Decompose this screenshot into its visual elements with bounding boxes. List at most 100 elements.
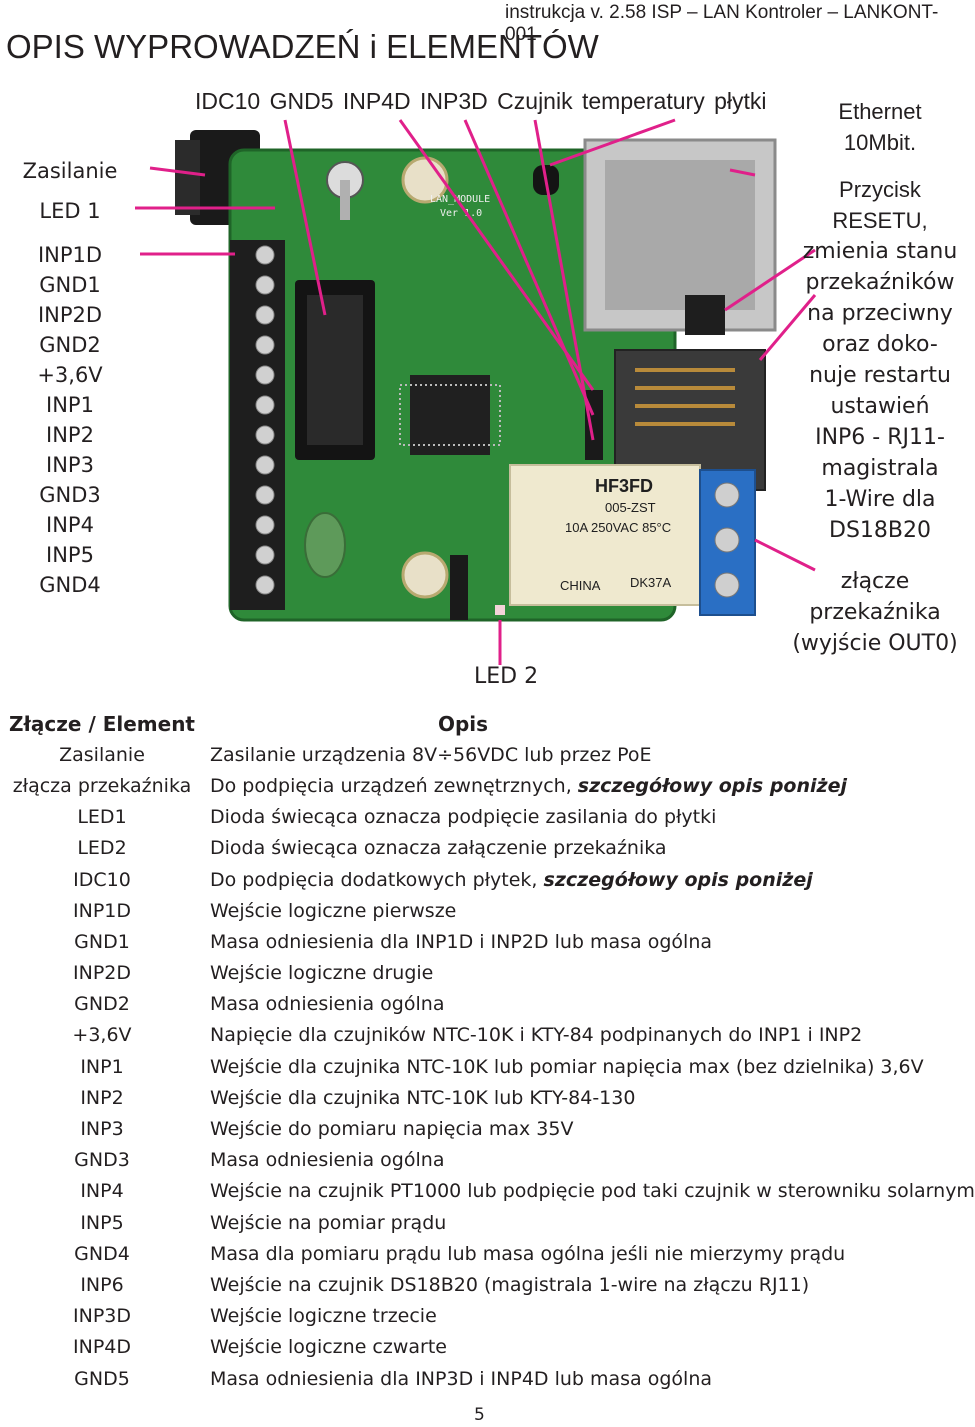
pin-label: INP3: [46, 453, 94, 477]
pin-label: GND2: [39, 333, 101, 357]
board-illustration: LAN_MODULE Ver 1.0 HF3FD 005-ZST 10A 250…: [135, 118, 817, 665]
row-description-text: Wejście logiczne czwarte: [210, 1336, 447, 1359]
pin-label: GND3: [39, 483, 101, 507]
label-idc10: IDC10: [195, 88, 261, 114]
table-row: INP3 Wejście do pomiaru napięcia max 35V: [8, 1113, 960, 1144]
callout-arrows: [135, 118, 817, 665]
row-element-name: GND5: [74, 1367, 130, 1390]
label-led1: LED 1: [39, 199, 101, 223]
row-element-name: INP3D: [73, 1305, 131, 1328]
table-row: INP1 Wejście dla czujnika NTC-10K lub pom…: [8, 1051, 960, 1082]
relay-batch: DK37A: [630, 575, 672, 590]
module-version: Ver 1.0: [440, 208, 482, 219]
relay-origin: CHINA: [560, 578, 601, 593]
row-description: Masa odniesienia ogólna: [196, 1149, 960, 1171]
row-description: Wejście na czujnik DS18B20 (magistrala 1…: [196, 1274, 960, 1296]
pin-label: +3,6V: [37, 363, 103, 387]
row-description-text: Napięcie dla czujników NTC-10K i KTY-84 …: [210, 1024, 863, 1047]
label-zasilanie: Zasilanie: [22, 159, 118, 183]
row-description-text: Do podpięcia urządzeń zewnętrznych,: [210, 774, 578, 797]
relay-rating: 10A 250VAC 85°C: [565, 520, 671, 535]
page-number: 5: [474, 1405, 485, 1425]
row-element-name: INP2: [80, 1086, 124, 1109]
table-header: Złącze / Element Opis: [8, 708, 960, 739]
pin-label: INP2D: [37, 303, 103, 327]
row-description: Wejście dla czujnika NTC-10K lub KTY-84-…: [196, 1087, 960, 1109]
row-description-text: Wejście do pomiaru napięcia max 35V: [210, 1118, 574, 1141]
pin-label: INP2: [46, 423, 94, 447]
column-header-element: Złącze / Element: [9, 711, 195, 736]
table-row: INP5 Wejście na pomiar prądu: [8, 1207, 960, 1238]
document-reference: instrukcja v. 2.58 ISP – LAN Kontroler –…: [505, 2, 939, 45]
row-element-name: INP4D: [73, 1336, 131, 1359]
table-row: GND1 Masa odniesienia dla INP1D i INP2D l…: [8, 926, 960, 957]
page-title: OPIS WYPROWADZEŃ i ELEMENTÓW: [6, 28, 599, 65]
row-description: Do podpięcia urządzeń zewnętrznych, szcz…: [196, 775, 960, 797]
board-photo: LAN_MODULE Ver 1.0 HF3FD 005-ZST 10A 250…: [135, 118, 817, 665]
row-element-name: INP3: [80, 1118, 124, 1141]
label-inp3d: INP3D: [420, 88, 488, 114]
row-description: Masa dla pomiaru prądu lub masa ogólna j…: [196, 1243, 960, 1265]
row-description: Wejście logiczne pierwsze: [196, 900, 960, 922]
row-description: Napięcie dla czujników NTC-10K i KTY-84 …: [196, 1024, 960, 1046]
row-element-name: IDC10: [73, 868, 131, 891]
row-description-text: Wejście logiczne pierwsze: [210, 899, 457, 922]
table-row: INP4D Wejście logiczne czwarte: [8, 1332, 960, 1363]
row-element-name: INP6: [80, 1273, 124, 1296]
table-body: Zasilanie Zasilanie urządzenia 8V÷56VDC l…: [8, 739, 975, 1394]
row-description: Masa odniesienia ogólna: [196, 993, 960, 1015]
row-description-text: Masa odniesienia ogólna: [210, 993, 445, 1016]
table-row: INP3D Wejście logiczne trzecie: [8, 1301, 960, 1332]
row-description: Do podpięcia dodatkowych płytek, szczegó…: [196, 869, 960, 891]
row-element-name: INP1: [80, 1055, 124, 1078]
row-description-text: Masa odniesienia dla INP1D i INP2D lub m…: [210, 930, 713, 953]
row-element-name: GND1: [74, 930, 130, 953]
row-description: Wejście do pomiaru napięcia max 35V: [196, 1118, 960, 1140]
row-description: Wejście na czujnik PT1000 lub podpięcie …: [196, 1180, 975, 1202]
row-description: Zasilanie urządzenia 8V÷56VDC lub przez …: [196, 744, 960, 766]
top-labels: IDC10 GND5 INP4D INP3D Czujnik temperatu…: [195, 88, 766, 115]
relay-model: HF3FD: [595, 476, 653, 496]
row-description-text: Wejście logiczne drugie: [210, 962, 434, 985]
row-description-emphasis: szczegółowy opis poniżej: [543, 868, 813, 891]
row-description: Wejście na pomiar prądu: [196, 1212, 960, 1234]
table-row: IDC10 Do podpięcia dodatkowych płytek, sz…: [8, 864, 960, 895]
row-description-text: Wejście logiczne trzecie: [210, 1305, 437, 1328]
relay-code: 005-ZST: [605, 500, 656, 515]
row-description: Masa odniesienia dla INP3D i INP4D lub m…: [196, 1368, 960, 1390]
table-row: INP2D Wejście logiczne drugie: [8, 958, 960, 989]
row-description: Wejście logiczne czwarte: [196, 1336, 960, 1358]
column-header-description: Opis: [437, 711, 489, 736]
row-description-text: Dioda świecąca oznacza załączenie przeka…: [210, 837, 667, 860]
row-element-name: złącza przekaźnika: [12, 774, 192, 797]
pin-label: INP4: [46, 513, 94, 537]
row-description-text: Wejście dla czujnika NTC-10K lub KTY-84-…: [210, 1086, 636, 1109]
row-description-text: Wejście na czujnik DS18B20 (magistrala 1…: [210, 1273, 810, 1296]
row-description: Wejście dla czujnika NTC-10K lub pomiar …: [196, 1056, 960, 1078]
row-description-text: Masa dla pomiaru prądu lub masa ogólna j…: [210, 1242, 846, 1265]
row-description: Dioda świecąca oznacza podpięcie zasilan…: [196, 806, 960, 828]
row-description-text: Masa odniesienia dla INP3D i INP4D lub m…: [210, 1367, 713, 1390]
row-element-name: INP2D: [73, 962, 131, 985]
label-inp4d: INP4D: [342, 88, 411, 114]
row-description-text: Zasilanie urządzenia 8V÷56VDC lub przez …: [210, 743, 652, 766]
label-gnd5: GND5: [269, 88, 334, 114]
row-description-text: Do podpięcia dodatkowych płytek,: [210, 868, 544, 891]
table-row: INP6 Wejście na czujnik DS18B20 (magistra…: [8, 1269, 960, 1300]
row-element-name: INP5: [80, 1211, 124, 1234]
label-ethernet: Ethernet 10Mbit.: [838, 99, 922, 155]
row-description-text: Wejście na pomiar prądu: [210, 1211, 447, 1234]
row-description: Wejście logiczne drugie: [196, 962, 960, 984]
left-pin-labels: INP1D GND1 INP2D GND2 +3,6V INP1 INP2 IN…: [0, 240, 140, 600]
pin-label: INP1: [46, 393, 94, 417]
row-element-name: Zasilanie: [59, 743, 145, 766]
row-description-text: Masa odniesienia ogólna: [210, 1149, 445, 1172]
table-row: INP2 Wejście dla czujnika NTC-10K lub KTY…: [8, 1082, 960, 1113]
